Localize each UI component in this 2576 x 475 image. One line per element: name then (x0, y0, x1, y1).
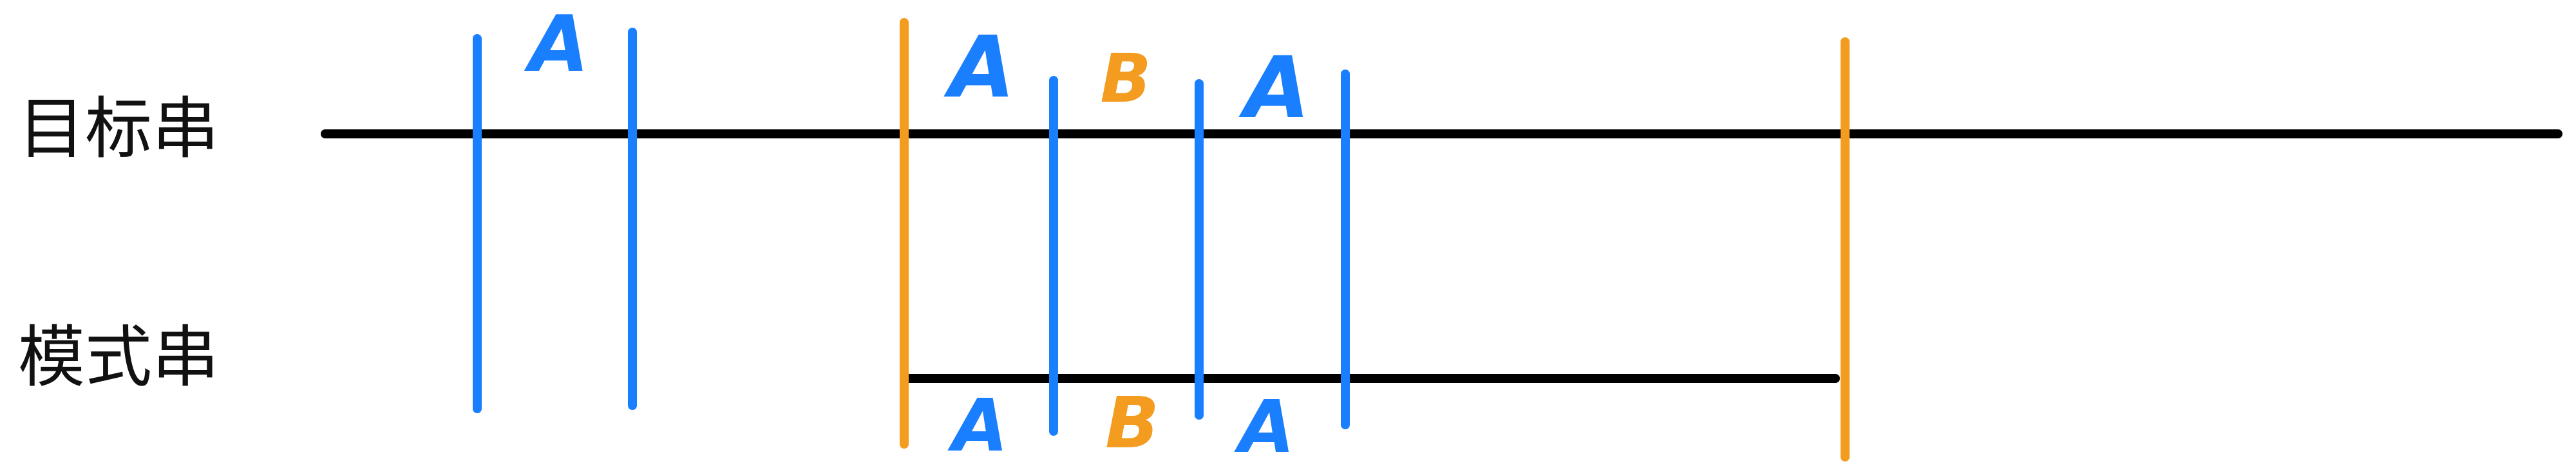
pattern-mark-1: A (947, 384, 1009, 468)
pattern-string-label: 模式串 (18, 318, 220, 396)
target-mark-3: B (1100, 39, 1151, 118)
target-mark-4: A (1238, 39, 1310, 138)
pattern-mark-2: B (1105, 382, 1159, 464)
pattern-mark-3: A (1234, 386, 1295, 469)
target-mark-2: A (943, 18, 1015, 117)
target-mark-1: A (524, 0, 589, 89)
target-string-label: 目标串 (18, 89, 220, 168)
